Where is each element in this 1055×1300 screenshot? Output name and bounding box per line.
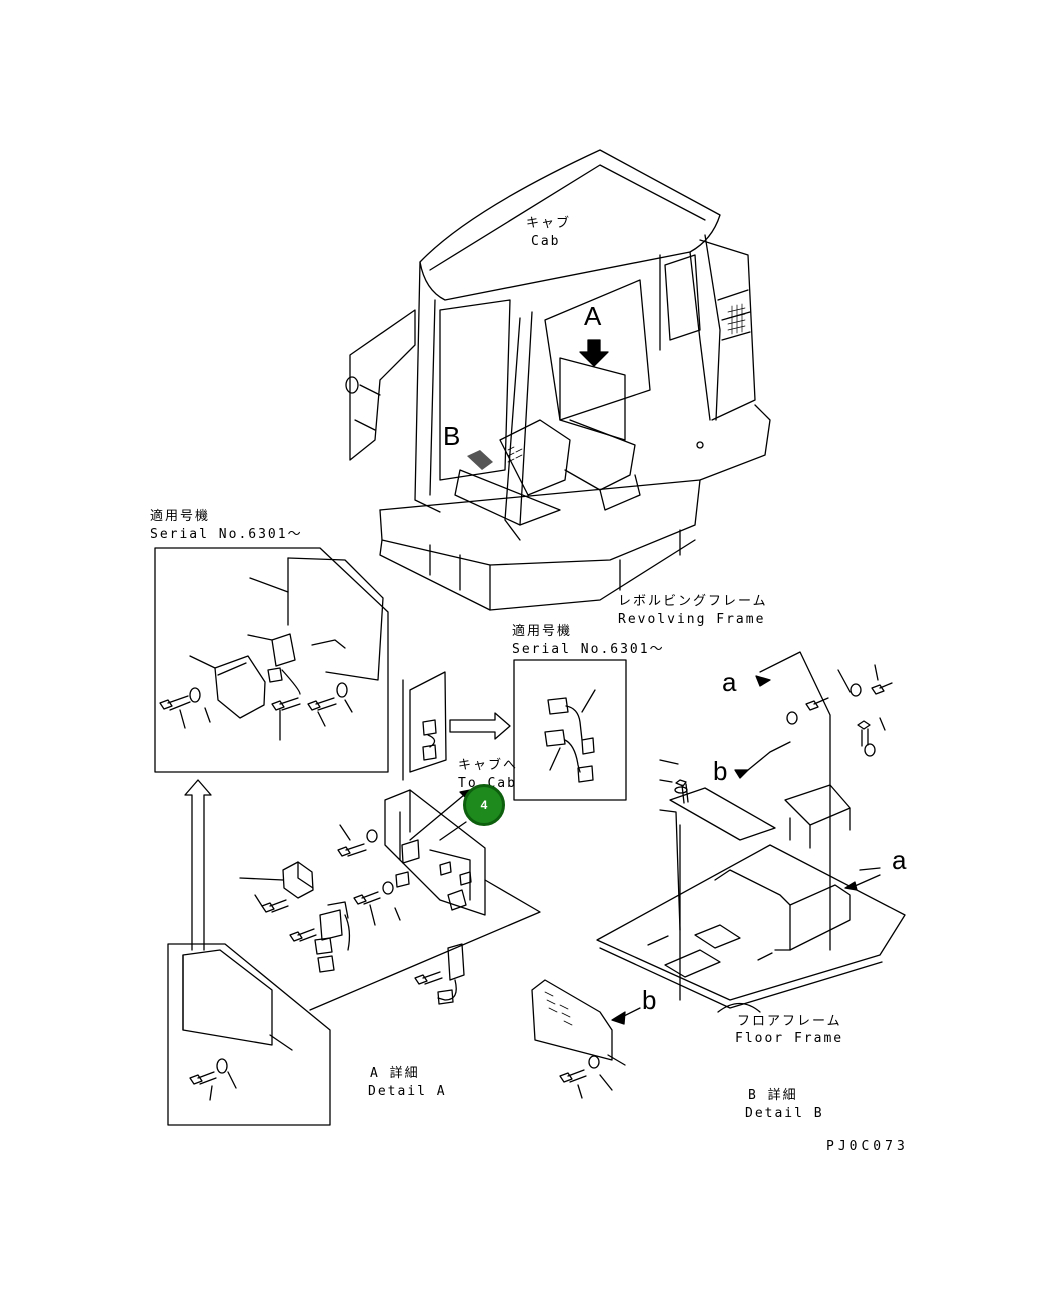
revolving-frame-label-jp: レボルビングフレーム (618, 594, 768, 609)
ref-b-label-2: b (642, 985, 657, 1015)
serial-label-jp-middle: 適用号機 (512, 624, 573, 639)
cab-drawing (345, 149, 771, 611)
ref-a-label-2: a (892, 845, 907, 875)
ref-b-label-1: b (713, 756, 728, 786)
view-b-label: B (443, 421, 461, 451)
detail-b-label-jp: B 詳細 (748, 1088, 798, 1103)
to-cab-label-jp: キャブへ (458, 758, 519, 773)
detail-a-label-jp: A 詳細 (370, 1066, 420, 1081)
floor-frame-label-en: Floor Frame (735, 1031, 844, 1046)
view-a-label: A (584, 301, 602, 331)
detail-a-label-en: Detail A (368, 1084, 447, 1099)
floor-frame-label-jp: フロアフレーム (737, 1014, 842, 1029)
revolving-frame-label-en: Revolving Frame (618, 612, 766, 627)
hollow-up-arrow (184, 779, 212, 951)
serial-label-jp-left: 適用号機 (150, 509, 211, 524)
detail-b-floor-frame (531, 651, 906, 1099)
view-b-arrow (467, 450, 493, 470)
view-a-arrow (579, 339, 609, 367)
detail-b-label-en: Detail B (745, 1106, 824, 1121)
callout-number: 4 (480, 798, 488, 812)
ref-a-label-1: a (722, 667, 737, 697)
cab-label-jp: キャブ (526, 216, 572, 231)
cover-panel-box (167, 943, 331, 1126)
drawing-code: PJ0C073 (826, 1139, 909, 1154)
cab-label-en: Cab (531, 234, 561, 249)
part-callout-4[interactable]: 4 (463, 784, 505, 826)
serial-detail-box-left (154, 547, 389, 773)
serial-label-en-left: Serial No.6301～ (150, 527, 303, 542)
detail-a-assembly (239, 789, 541, 1011)
bolt (159, 695, 191, 711)
serial-label-en-middle: Serial No.6301～ (512, 642, 665, 657)
hollow-right-arrow (449, 712, 511, 740)
serial-detail-box-middle (513, 659, 627, 801)
